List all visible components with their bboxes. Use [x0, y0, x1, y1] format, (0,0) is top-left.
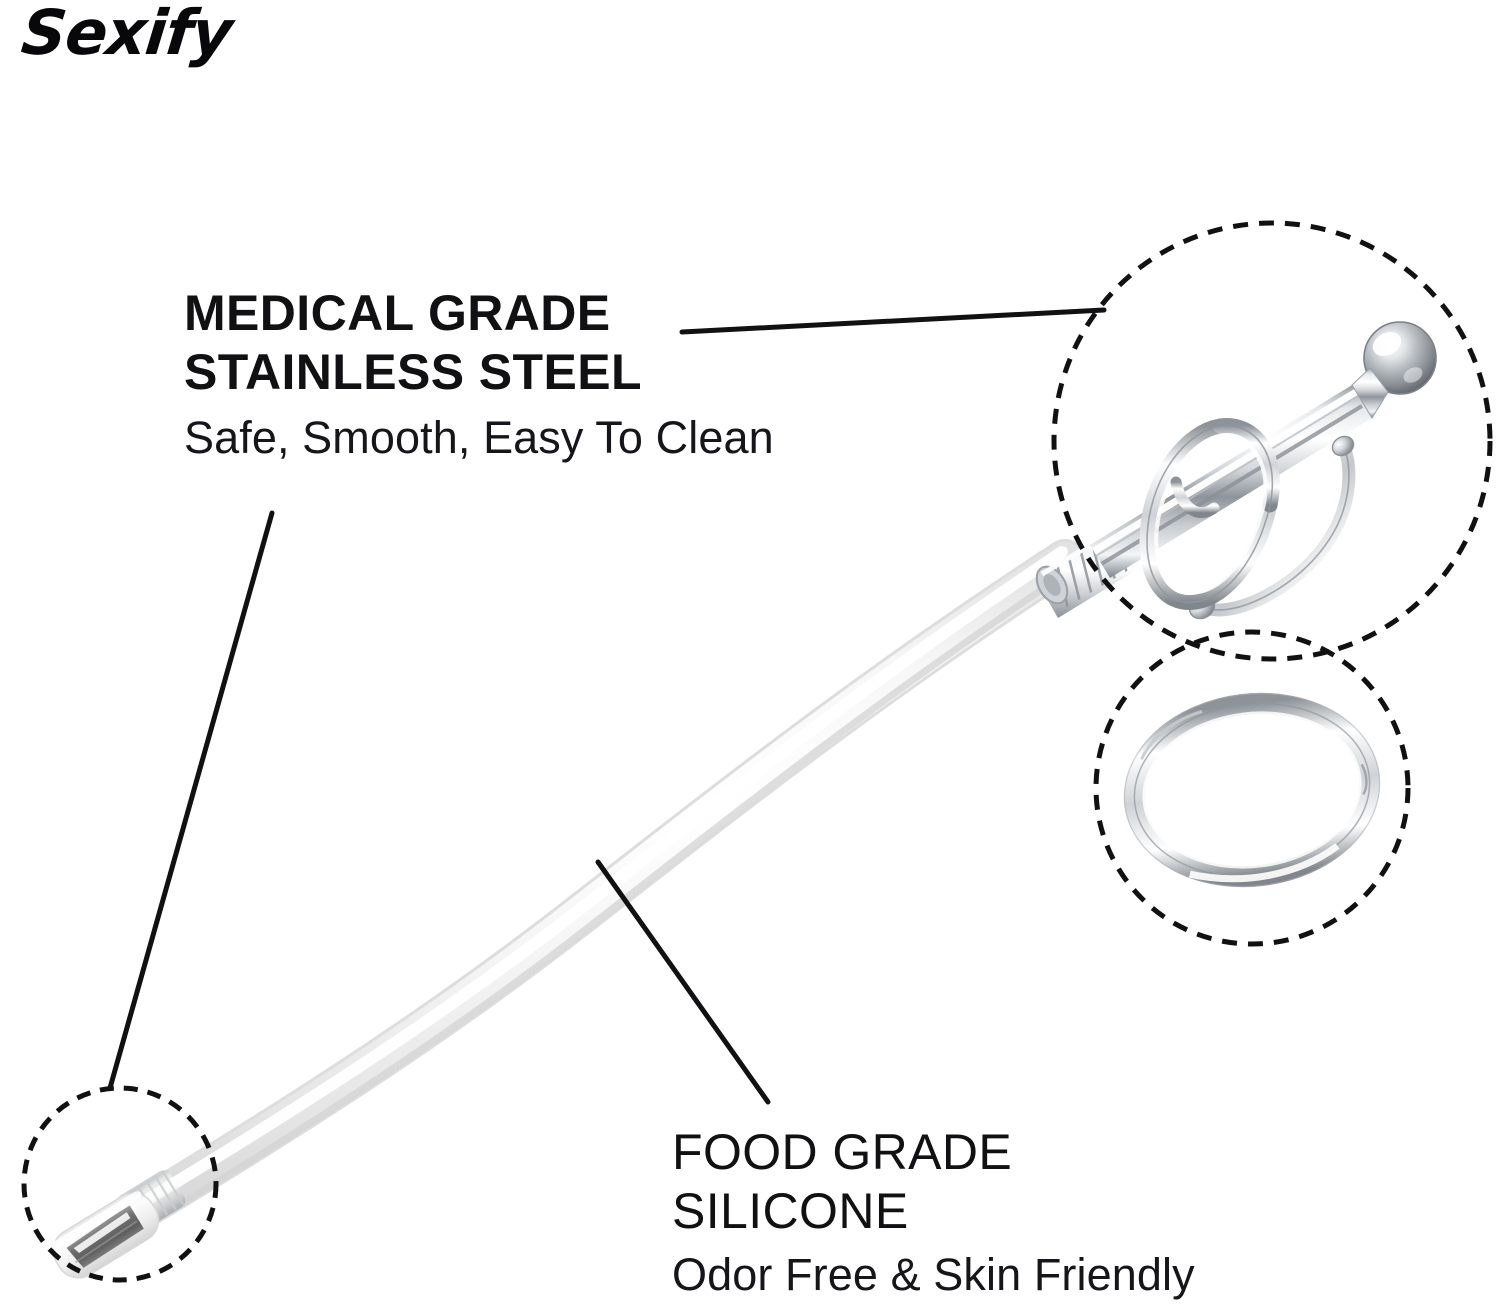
- callout-headline-line2: STAINLESS STEEL: [184, 343, 642, 400]
- leader-line-food-grade-silicone: [595, 859, 771, 1105]
- callout-headline-line2: SILICONE: [672, 1182, 909, 1239]
- stainless-steel-glans-ring: [1139, 418, 1280, 610]
- callout-medical-grade-stainless-steel: MEDICAL GRADE STAINLESS STEEL Safe, Smoo…: [184, 284, 774, 465]
- dashed-circle-silicone-tip: [21, 1085, 219, 1283]
- silicone-tip: [51, 1170, 186, 1279]
- callout-headline-line1: MEDICAL GRADE: [184, 285, 611, 341]
- leader-line-silicone-tip: [107, 510, 275, 1091]
- dashed-circle-steel-head: [1051, 220, 1493, 662]
- leader-line-stainless-steel: [679, 307, 1107, 335]
- loose-stainless-steel-ring: [1123, 692, 1381, 888]
- silicone-tube-shaft: [111, 539, 1086, 1236]
- brand-logo: Sexify: [18, 0, 236, 69]
- callout-subtitle: Odor Free & Skin Friendly: [672, 1249, 1195, 1300]
- stainless-steel-clip-outline: [1205, 449, 1350, 611]
- stainless-steel-ball-tip: [1351, 321, 1437, 419]
- callout-food-grade-silicone: FOOD GRADE SILICONE Odor Free & Skin Fri…: [672, 1123, 1195, 1302]
- dashed-circle-loose-ring: [1093, 629, 1411, 947]
- clip-knob-top: [1331, 435, 1355, 457]
- callout-headline-line1: FOOD GRADE: [672, 1124, 1013, 1180]
- callout-subtitle: Safe, Smooth, Easy To Clean: [184, 412, 774, 463]
